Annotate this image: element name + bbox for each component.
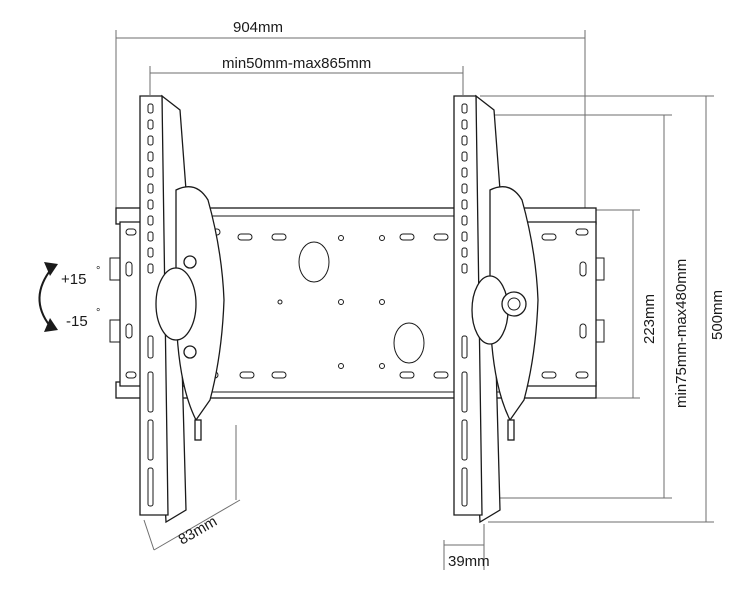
left-pivot-screw-top xyxy=(183,255,197,269)
wall-tab-left-1 xyxy=(109,257,121,281)
left-arm-bar xyxy=(139,95,169,516)
label-wall-gap: 39mm xyxy=(448,553,490,570)
tilt-arrowhead-down-icon xyxy=(44,318,58,332)
left-lock-pin xyxy=(194,419,202,441)
label-depth: 83mm xyxy=(176,513,221,549)
tilt-arrowhead-up-icon xyxy=(44,262,58,276)
wall-tab-left-2 xyxy=(109,319,121,343)
right-lock-pin xyxy=(507,419,515,441)
label-tilt-down: -15 xyxy=(66,313,88,330)
tilt-arrow xyxy=(38,262,58,332)
tilt-arc xyxy=(38,267,53,327)
label-bracket-spacing: min50mm-max865mm xyxy=(222,55,371,72)
dimension-lines xyxy=(115,30,714,570)
plate-screw-holes xyxy=(277,235,385,369)
left-arm-holes xyxy=(147,103,154,507)
right-arm-holes xyxy=(461,103,468,507)
plate-oval-bottom xyxy=(393,322,425,364)
plate-side-slot xyxy=(125,261,133,277)
label-tilt-down-degree: ° xyxy=(96,307,100,319)
left-hinge-wing xyxy=(175,186,225,422)
label-overall-width: 904mm xyxy=(233,19,283,36)
plate-slots-bottom xyxy=(125,371,589,379)
label-tilt-up: +15 xyxy=(61,271,86,288)
plate-side-slot xyxy=(125,323,133,339)
plate-oval-top xyxy=(298,241,330,283)
right-adjust-knob-center xyxy=(507,297,521,311)
dim-83-line xyxy=(153,499,241,551)
label-tilt-up-degree: ° xyxy=(96,265,100,277)
left-arm xyxy=(139,94,225,524)
label-overall-height: 500mm xyxy=(709,290,726,340)
plate-side-slot xyxy=(579,323,587,339)
label-arm-range: min75mm-max480mm xyxy=(673,259,690,408)
right-arm xyxy=(453,94,539,524)
plate-side-slot xyxy=(579,261,587,277)
right-arm-bar xyxy=(453,95,483,516)
left-tilt-disc xyxy=(155,267,197,341)
dim-83-ext-left xyxy=(143,519,155,551)
left-pivot-screw-bottom xyxy=(183,345,197,359)
label-plate-height: 223mm xyxy=(641,294,658,344)
right-tilt-disc xyxy=(471,275,509,345)
